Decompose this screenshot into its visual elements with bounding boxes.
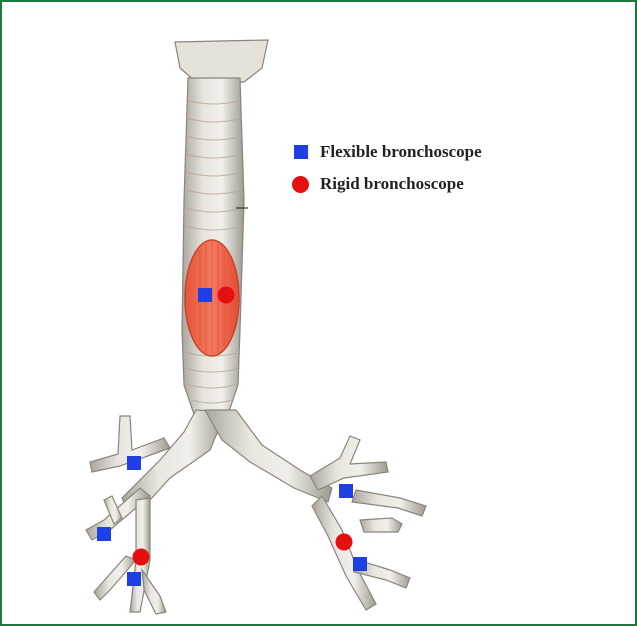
larynx xyxy=(175,40,268,82)
flexible-marker-right-middle xyxy=(97,527,111,541)
left-upper-twig xyxy=(352,490,426,516)
left-upper-branch xyxy=(310,436,388,490)
rigid-marker-right-lower xyxy=(133,549,150,566)
legend-item-rigid: Rigid bronchoscope xyxy=(292,168,482,200)
rigid-marker-left-lower xyxy=(336,534,353,551)
flexible-marker-left-lower xyxy=(353,557,367,571)
legend: Flexible bronchoscope Rigid bronchoscope xyxy=(292,136,482,200)
legend-item-flexible: Flexible bronchoscope xyxy=(292,136,482,168)
right-lower-twig-b xyxy=(142,570,166,614)
legend-label-flexible: Flexible bronchoscope xyxy=(320,142,482,162)
left-lower-twig-b xyxy=(360,518,402,532)
flexible-marker-trachea xyxy=(198,288,212,302)
blue-square-icon xyxy=(294,145,308,159)
left-lower-branch xyxy=(312,496,376,610)
red-circle-icon xyxy=(292,176,309,193)
rigid-marker-trachea xyxy=(218,287,235,304)
flexible-marker-right-upper xyxy=(127,456,141,470)
flexible-marker-right-lower xyxy=(127,572,141,586)
flexible-marker-left-upper xyxy=(339,484,353,498)
legend-label-rigid: Rigid bronchoscope xyxy=(320,174,464,194)
airway-tree xyxy=(86,40,426,614)
left-main-bronchus xyxy=(205,410,332,502)
